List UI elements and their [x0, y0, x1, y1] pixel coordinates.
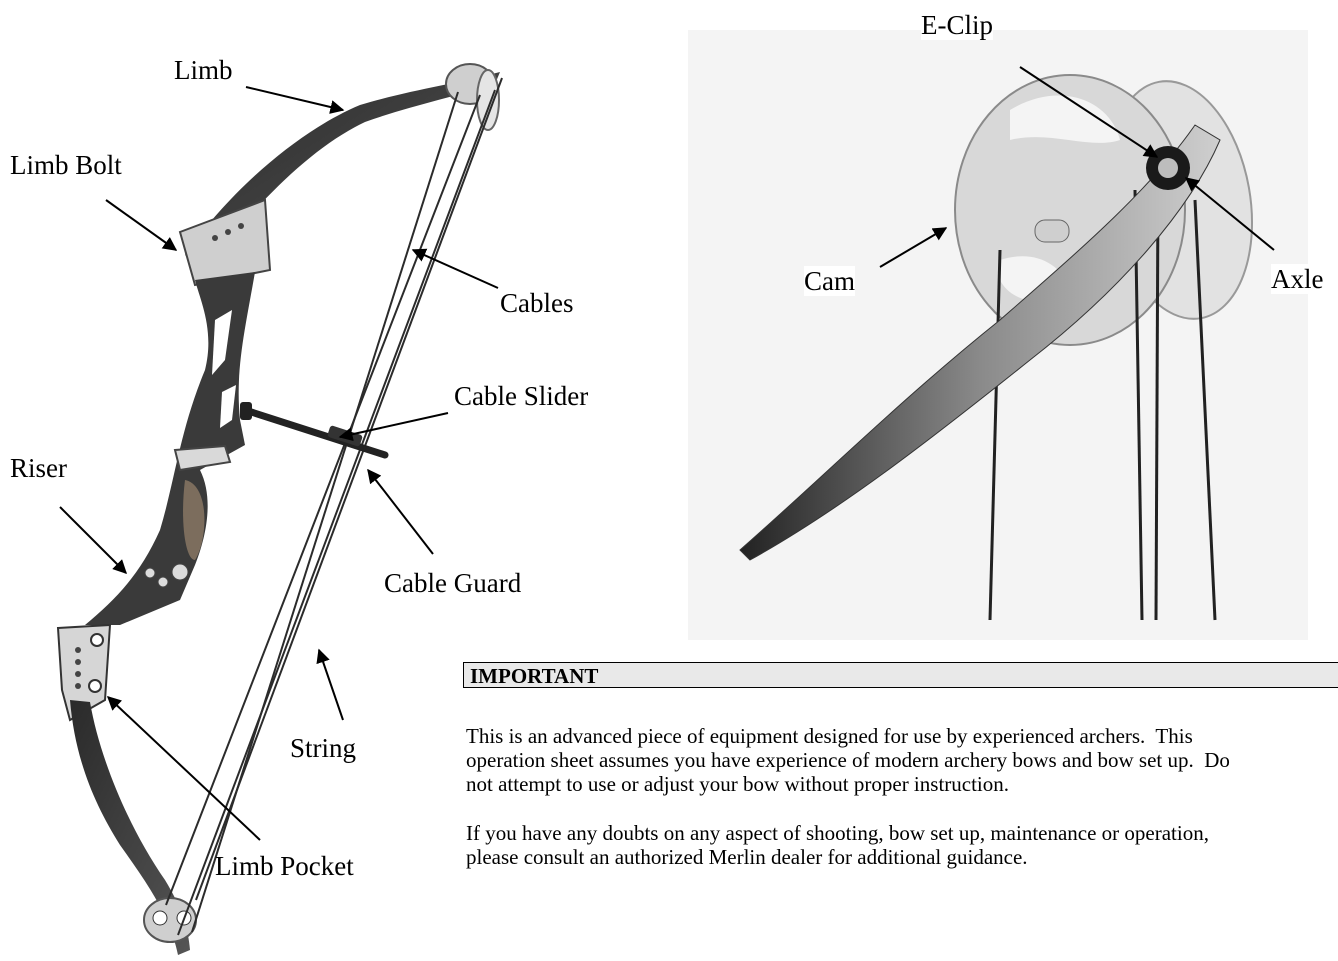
notice-paragraph-1-line-3: not attempt to use or adjust your bow wi… — [466, 772, 1009, 796]
label-limb-pocket: Limb Pocket — [215, 851, 354, 881]
cam-closeup-illustration — [688, 30, 1308, 640]
label-cable-guard: Cable Guard — [384, 568, 521, 598]
label-e-clip: E-Clip — [921, 10, 993, 40]
notice-paragraph-1-line-1: This is an advanced piece of equipment d… — [466, 724, 1193, 748]
label-cable-slider: Cable Slider — [454, 381, 588, 411]
bow-callout-arrows — [60, 87, 498, 840]
label-cables: Cables — [500, 288, 574, 318]
label-string: String — [290, 733, 356, 763]
notice-paragraph-2-line-2: please consult an authorized Merlin deal… — [466, 845, 1028, 869]
axle-part — [1158, 158, 1178, 178]
label-cam: Cam — [804, 266, 855, 296]
important-heading-box: IMPORTANT — [463, 662, 1338, 688]
notice-paragraph-2-line-1: If you have any doubts on any aspect of … — [466, 821, 1209, 845]
compound-bow-illustration — [58, 64, 502, 955]
label-limb: Limb — [174, 55, 233, 85]
notice-paragraph-1-line-2: operation sheet assumes you have experie… — [466, 748, 1230, 772]
label-axle: Axle — [1271, 264, 1323, 294]
important-heading: IMPORTANT — [470, 664, 598, 688]
label-limb-bolt: Limb Bolt — [10, 150, 122, 180]
bow-string-and-cables — [166, 78, 502, 935]
label-riser: Riser — [10, 453, 67, 483]
